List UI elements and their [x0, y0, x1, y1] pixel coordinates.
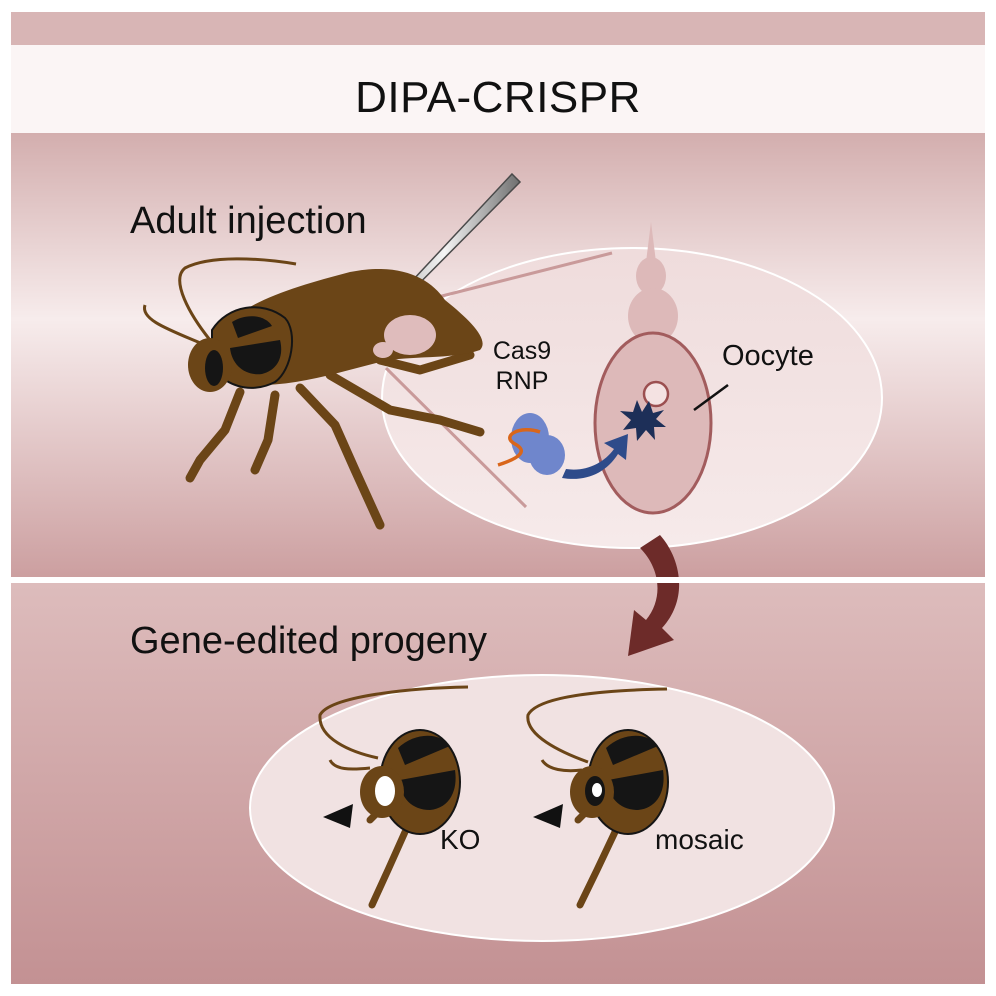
figure-title: DIPA-CRISPR: [355, 73, 641, 122]
cockroach-adult-icon: [143, 257, 485, 530]
cas9-rnp-label: Cas9 RNP: [492, 337, 552, 395]
oocyte-label: Oocyte: [722, 340, 814, 372]
gene-edited-progeny-heading: Gene-edited progeny: [130, 620, 488, 662]
title-band: [11, 45, 985, 133]
adult-injection-heading: Adult injection: [130, 200, 367, 242]
oocyte-pointer-line: [693, 383, 729, 412]
delivery-arrow: [562, 434, 628, 479]
top-band: [11, 12, 985, 45]
zoom-guide-line: [384, 366, 528, 509]
progeny-ellipse: [249, 674, 835, 942]
progeny-arrow: [628, 535, 680, 656]
arrowhead-icon: [323, 804, 353, 828]
mosaic-nymph-icon: [526, 687, 669, 909]
mosaic-label: mosaic: [655, 824, 744, 855]
ko-nymph-icon: [318, 685, 469, 909]
edit-star-icon: [620, 400, 666, 441]
ovariole: [628, 222, 678, 344]
arrowhead-icon: [533, 804, 563, 828]
oocyte-nucleus: [642, 380, 670, 408]
zoom-guide-line: [433, 251, 613, 300]
ko-label: KO: [440, 824, 481, 855]
cas9-rnp-icon: [497, 413, 565, 475]
